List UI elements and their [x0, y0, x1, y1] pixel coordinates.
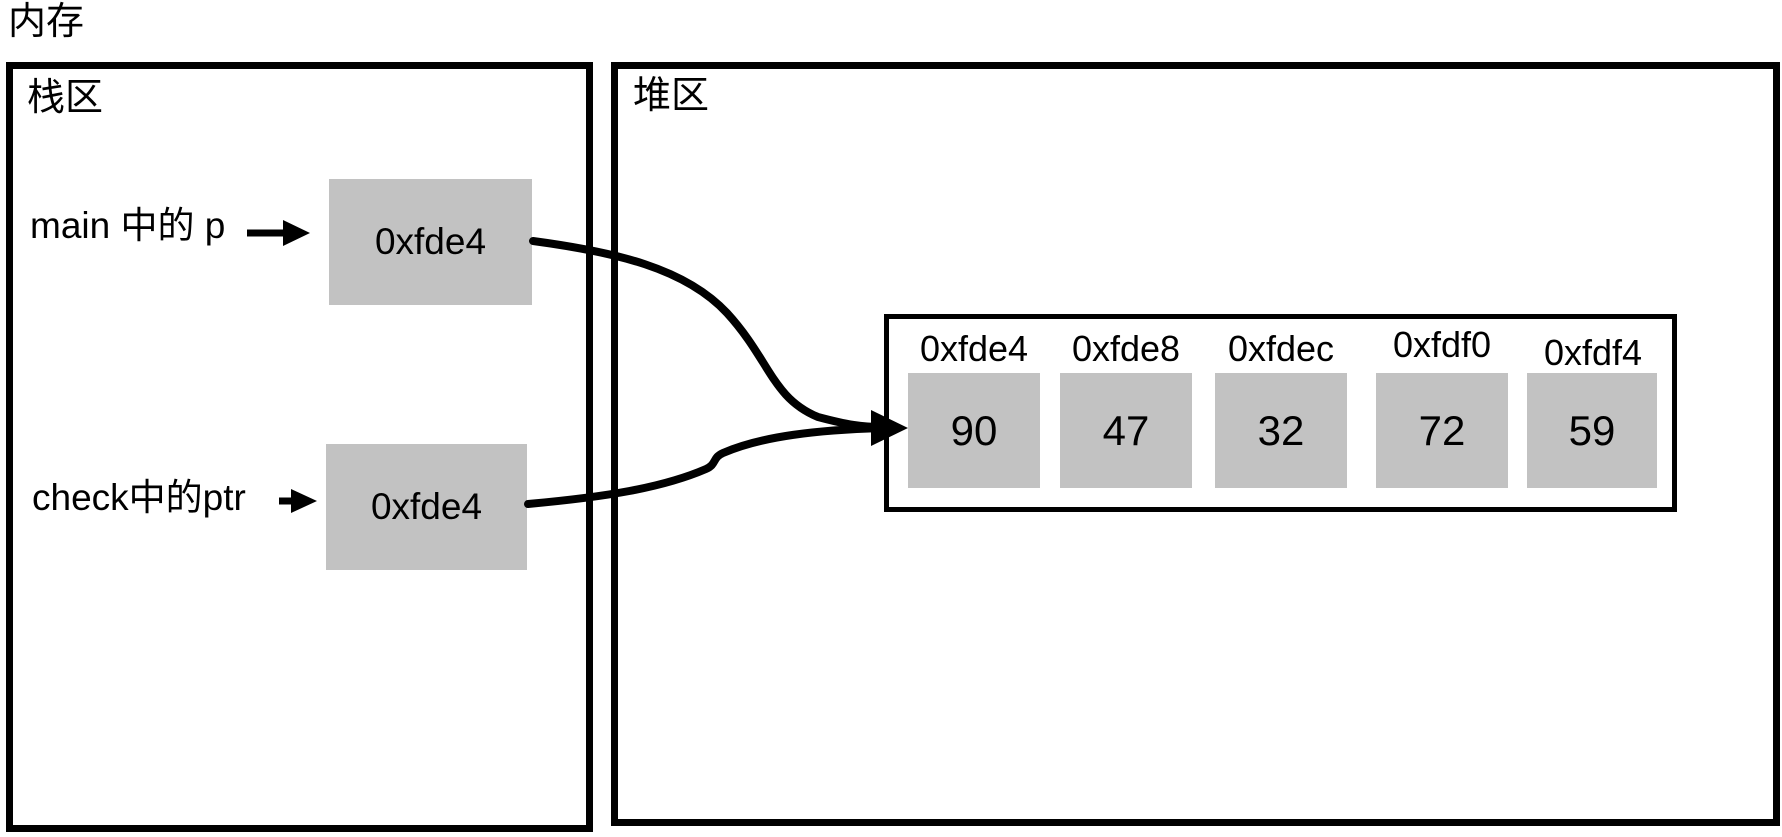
heap-cell-value: 72	[1376, 373, 1508, 488]
memory-title: 内存	[8, 1, 85, 43]
heap-cell-address: 0xfde4	[919, 328, 1029, 369]
heap-cell-value: 32	[1215, 373, 1347, 488]
pointer-label-check-ptr: check中的ptr	[32, 477, 246, 518]
heap-cell-value: 90	[908, 373, 1040, 488]
heap-cell-value: 47	[1060, 373, 1192, 488]
heap-cell-address: 0xfdec	[1227, 328, 1335, 369]
pointer-value-box-check-ptr: 0xfde4	[326, 444, 527, 570]
heap-region-label: 堆区	[633, 75, 710, 117]
heap-cell-address: 0xfdf4	[1543, 332, 1643, 373]
pointer-label-main-p: main 中的 p	[30, 205, 226, 246]
heap-cell-address: 0xfdf0	[1392, 324, 1492, 365]
stack-region-label: 栈区	[27, 77, 104, 119]
heap-cell-address: 0xfde8	[1071, 328, 1181, 369]
pointer-value-box-main-p: 0xfde4	[329, 179, 532, 305]
heap-cell-value: 59	[1527, 373, 1657, 488]
